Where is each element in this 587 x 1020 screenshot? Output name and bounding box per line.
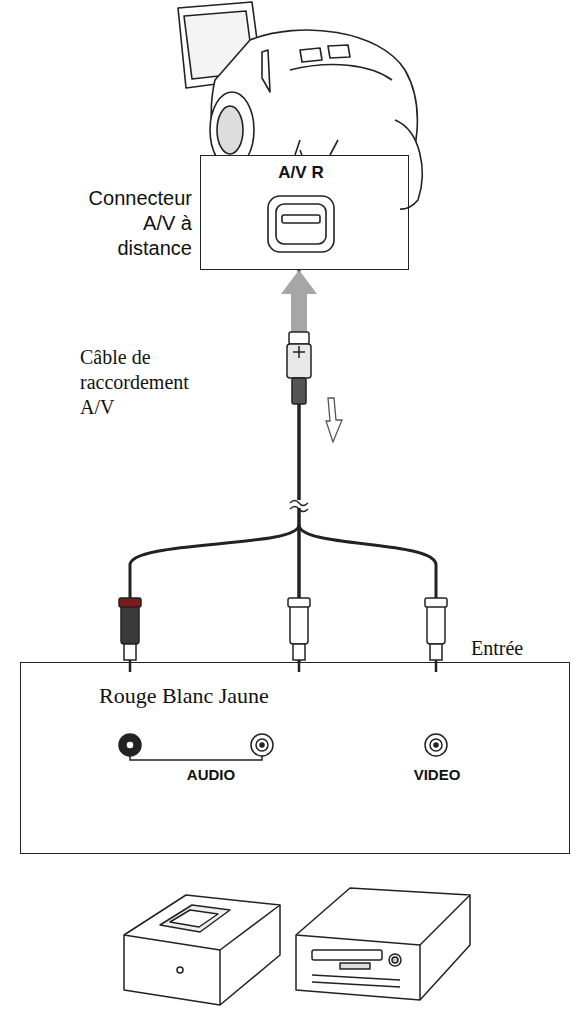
input-label: Entrée — [471, 636, 523, 660]
inset-box-part — [268, 196, 334, 252]
inset-box-part — [200, 155, 400, 270]
inset-box — [200, 140, 400, 270]
part-label: Connecteur A/V à distance — [78, 186, 192, 261]
connector-name: A/V R — [201, 163, 401, 183]
input-jacks-part — [126, 741, 134, 749]
rca-plug-white — [288, 598, 310, 672]
rca-plug-yellow-part — [427, 602, 445, 644]
av-plug-part — [287, 344, 311, 378]
camcorder-part — [262, 50, 270, 92]
cable-break — [290, 500, 308, 512]
rca-plug-yellow — [425, 598, 447, 672]
rca-plug-red-part — [121, 602, 139, 644]
signal-arrow — [326, 398, 342, 442]
part-label: Câble de raccordement A/V — [80, 345, 205, 420]
connector-inset-box: A/V R — [200, 155, 409, 270]
jack-label: VIDEO — [362, 766, 512, 784]
cable-break-part — [290, 501, 308, 512]
rca-plug-white-part — [290, 602, 308, 644]
color-names: Rouge Blanc Jaune — [99, 683, 269, 709]
input-jacks-part — [130, 756, 262, 760]
input-jacks-part — [425, 734, 447, 756]
av-plug-part — [289, 332, 309, 344]
inset-box-part — [330, 140, 338, 155]
rca-plug-white-part — [288, 598, 310, 607]
av-plug — [287, 332, 311, 404]
av-plug-part — [292, 378, 306, 404]
input-jacks-part — [256, 739, 268, 751]
rca-plug-yellow-part — [425, 598, 447, 607]
av-cable-part — [298, 525, 301, 602]
input-jacks-part — [119, 734, 141, 756]
vcr-part — [389, 954, 401, 966]
rca-plug-red-part — [119, 598, 141, 607]
camcorder-part — [217, 106, 243, 154]
vcr-part — [312, 975, 400, 987]
insert-arrow — [291, 288, 307, 334]
photo-printer — [124, 895, 280, 1005]
photo-printer-part — [219, 950, 221, 1005]
av-cable-connector — [281, 270, 317, 662]
input-jacks-part — [430, 739, 442, 751]
inset-box-part — [282, 215, 320, 223]
camcorder-part — [290, 65, 392, 80]
photo-printer-part — [124, 895, 280, 1005]
rca-plug-red-part — [124, 644, 136, 660]
camcorder-part — [328, 45, 350, 58]
vcr-part — [296, 895, 470, 945]
rca-plug-yellow-part — [430, 644, 442, 660]
input-jacks-part — [260, 743, 264, 747]
vcr-part — [419, 945, 421, 1000]
inset-box-part — [276, 204, 326, 244]
av-cable-part — [299, 525, 436, 602]
photo-printer-part — [170, 910, 218, 927]
vcr-part — [340, 963, 370, 969]
vcr-part — [296, 888, 470, 1000]
photo-printer-part — [177, 967, 183, 973]
rca-plug-white-part — [293, 644, 305, 660]
inset-box-part — [295, 140, 300, 155]
jack-label: AUDIO — [136, 766, 286, 784]
av-cable — [130, 404, 436, 602]
vcr — [296, 888, 470, 1000]
input-panel-box: EntréeRouge Blanc JauneAUDIOVIDEO — [20, 662, 570, 854]
av-plug-part — [293, 346, 305, 358]
camcorder-part — [300, 48, 322, 62]
input-jacks-part — [434, 743, 438, 747]
av-cable-part — [130, 525, 299, 602]
input-jacks — [119, 734, 447, 760]
rca-plug-red — [119, 598, 141, 672]
photo-printer-part — [160, 905, 230, 932]
vcr-part — [312, 950, 382, 960]
vcr-part — [392, 957, 398, 963]
photo-printer-part — [124, 905, 280, 950]
input-jacks-part — [251, 734, 273, 756]
